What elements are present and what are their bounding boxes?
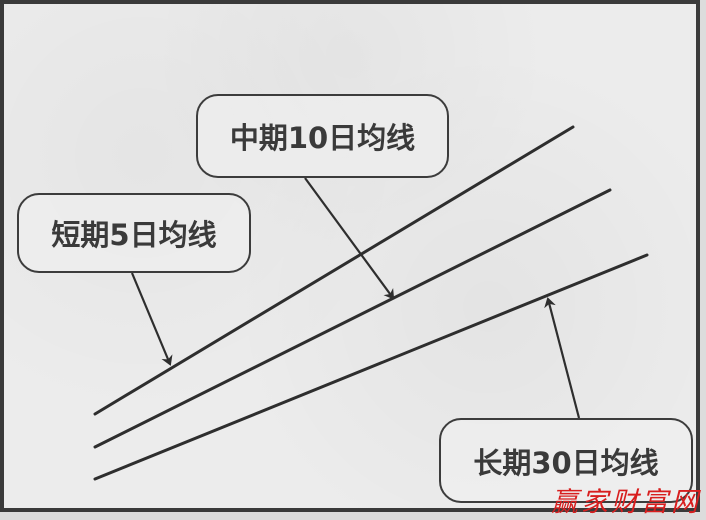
short-ma-label-text: 短期5日均线 — [51, 218, 217, 252]
diagram-frame — [0, 0, 700, 512]
watermark: 赢家财富网 — [551, 487, 701, 518]
long-term-30-day-ma-line — [93, 253, 649, 481]
long-ma-label-box: 长期30日均线 — [439, 418, 693, 503]
mid-term-10-day-ma-line — [93, 188, 612, 449]
short-ma-label-box: 短期5日均线 — [17, 193, 251, 273]
mid-ma-label-text: 中期10日均线 — [229, 121, 416, 155]
long-ma-label-text: 长期30日均线 — [473, 445, 659, 480]
long-pointer-arrow-icon — [544, 297, 581, 419]
short-pointer-arrow-icon — [130, 272, 173, 366]
short-term-5-day-ma-line — [93, 125, 575, 416]
mid-pointer-arrow-icon — [304, 177, 395, 300]
mid-ma-label-box: 中期10日均线 — [196, 94, 449, 178]
